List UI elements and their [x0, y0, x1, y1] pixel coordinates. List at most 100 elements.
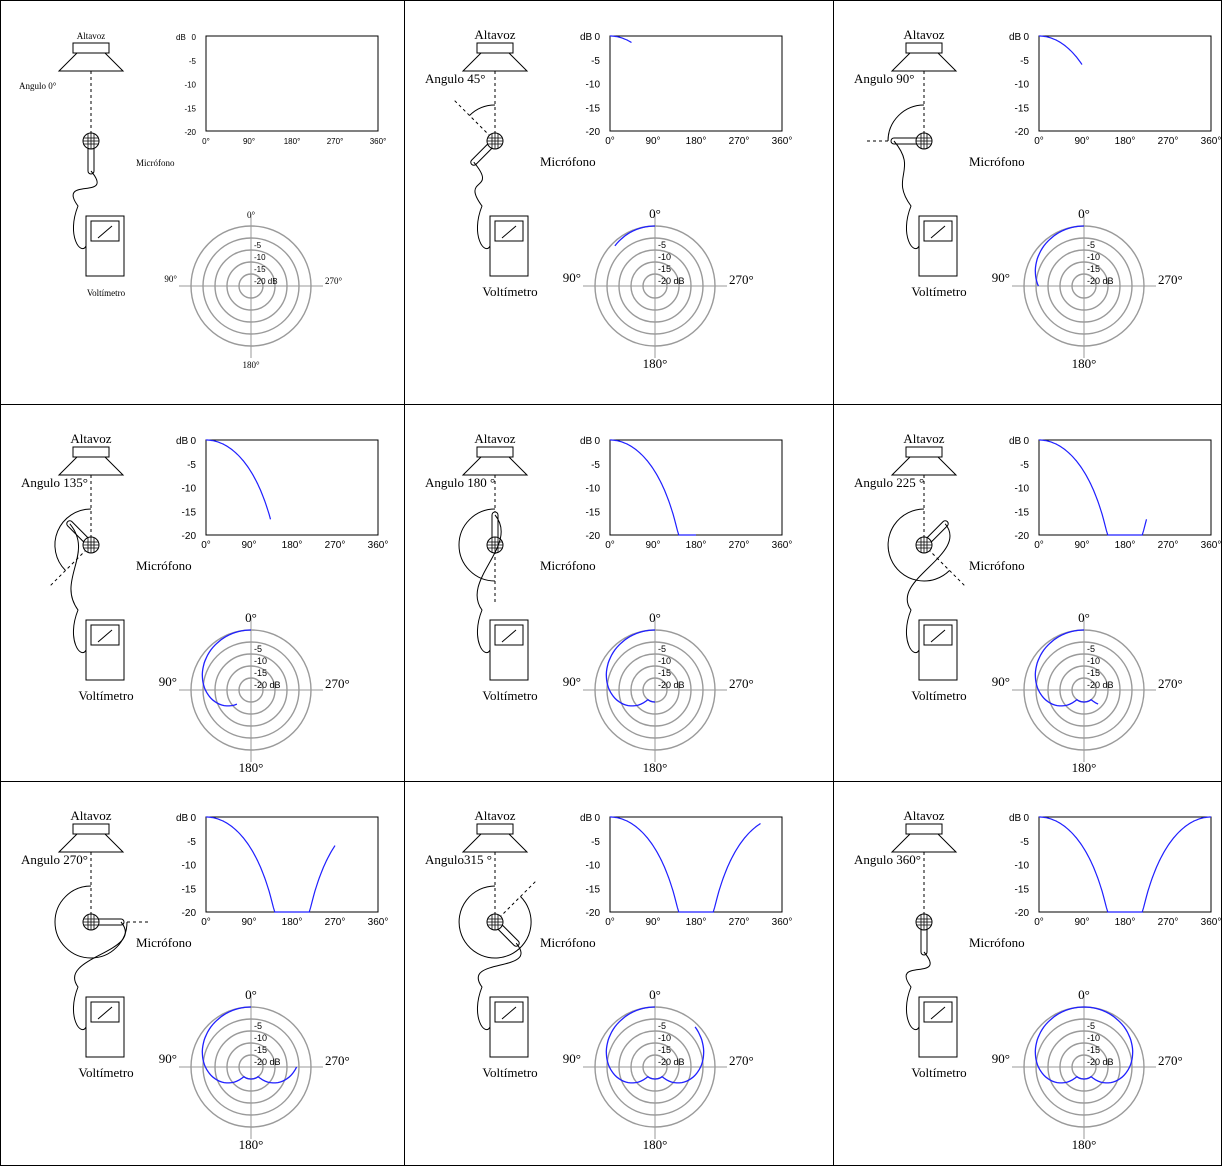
- line-chart-curve: [206, 816, 336, 913]
- microphone-grille: [916, 537, 932, 553]
- x-tick-label: 90°: [241, 917, 256, 928]
- polar-curve: [605, 1006, 705, 1084]
- y-tick-label: -20: [586, 127, 601, 138]
- y-tick-label: -5: [1020, 56, 1029, 67]
- x-tick-label: 0°: [1034, 917, 1044, 928]
- polar-ring-label: -20 dB: [1087, 1057, 1114, 1067]
- microphone-cable: [69, 523, 87, 653]
- polar-ring-label: -10: [1087, 252, 1100, 262]
- db-unit-label: dB: [580, 813, 593, 824]
- y-tick-label: -5: [591, 460, 600, 471]
- line-chart-frame: [205, 816, 379, 913]
- speaker-label: Altavoz: [77, 31, 106, 41]
- angle-label: Angulo 135°: [21, 475, 88, 490]
- y-tick-label: -15: [1015, 103, 1030, 114]
- y-tick-label: -5: [1020, 460, 1029, 471]
- y-tick-label: -15: [184, 104, 196, 113]
- line-chart-curve: [206, 439, 272, 520]
- y-tick-label: -15: [182, 507, 197, 518]
- x-tick-label: 0°: [605, 136, 615, 147]
- polar-ring-label: -5: [254, 644, 262, 654]
- microphone-label: Micrófono: [969, 558, 1025, 573]
- x-tick-label: 360°: [370, 137, 387, 146]
- polar-label-180: 180°: [643, 356, 668, 371]
- polar-ring-label: -15: [658, 1045, 671, 1055]
- x-tick-label: 180°: [686, 136, 707, 147]
- microphone-cable: [73, 921, 126, 1030]
- microphone-grille: [916, 914, 932, 930]
- voltmeter-needle: [97, 1006, 113, 1020]
- angle-arc: [458, 508, 496, 582]
- polar-label-270: 270°: [729, 1053, 754, 1068]
- db-unit-label: dB: [176, 813, 189, 824]
- db-unit-label: dB: [1009, 32, 1022, 43]
- x-tick-label: 180°: [1115, 540, 1136, 551]
- y-tick-label: -15: [1015, 884, 1030, 895]
- x-tick-label: 180°: [282, 540, 303, 551]
- y-tick-label: 0: [594, 436, 600, 447]
- polar-ring-label: -15: [658, 264, 671, 274]
- x-tick-label: 90°: [241, 540, 256, 551]
- line-chart-frame: [609, 35, 783, 132]
- line-chart-curve: [1039, 35, 1083, 65]
- polar-ring-label: -10: [1087, 1033, 1100, 1043]
- angle-arc: [54, 508, 92, 571]
- polar-ring-label: -20 dB: [1087, 276, 1114, 286]
- line-chart-frame: [609, 816, 783, 913]
- speaker-cone: [57, 456, 125, 476]
- y-tick-label: -10: [1015, 861, 1030, 872]
- speaker-cone: [890, 52, 958, 72]
- polar-label-0: 0°: [247, 210, 256, 220]
- microphone-grille: [83, 537, 99, 553]
- speaker-cone: [461, 456, 529, 476]
- angle-arc: [887, 104, 925, 142]
- x-tick-label: 90°: [645, 917, 660, 928]
- db-unit-label: dB: [176, 436, 189, 447]
- y-tick-label: -20: [586, 908, 601, 919]
- microphone-grille: [83, 914, 99, 930]
- microphone-cable: [473, 161, 491, 249]
- microphone-grille: [487, 133, 503, 149]
- speaker-label: Altavoz: [474, 27, 515, 42]
- microphone-label: Micrófono: [540, 154, 596, 169]
- x-tick-label: 180°: [284, 137, 301, 146]
- voltmeter-label: Voltímetro: [78, 1065, 133, 1080]
- y-tick-label: -5: [187, 837, 196, 848]
- line-chart-curve: [610, 816, 761, 913]
- voltmeter-label: Voltímetro: [911, 688, 966, 703]
- x-tick-label: 180°: [282, 917, 303, 928]
- polar-ring-label: -20 dB: [1087, 680, 1114, 690]
- voltmeter-dial: [90, 220, 120, 242]
- x-tick-label: 90°: [243, 137, 255, 146]
- x-tick-label: 180°: [1115, 136, 1136, 147]
- y-tick-label: -20: [182, 531, 197, 542]
- speaker-cone: [57, 833, 125, 853]
- voltmeter-dial: [923, 220, 953, 242]
- microphone-label: Micrófono: [969, 935, 1025, 950]
- microphone-handle-fill: [498, 925, 519, 946]
- line-chart-frame: [1038, 439, 1212, 536]
- voltmeter-needle: [97, 225, 113, 239]
- x-tick-label: 360°: [1201, 540, 1222, 551]
- angle-label: Angulo 45°: [425, 71, 485, 86]
- y-tick-label: -20: [1015, 531, 1030, 542]
- polar-ring-label: -15: [1087, 264, 1100, 274]
- angle-arc: [54, 885, 128, 959]
- y-tick-label: -15: [586, 884, 601, 895]
- x-tick-label: 270°: [729, 136, 750, 147]
- polar-ring-label: -15: [1087, 668, 1100, 678]
- y-tick-label: -5: [1020, 837, 1029, 848]
- speaker-cone: [890, 833, 958, 853]
- voltmeter-dial: [494, 624, 524, 646]
- db-unit-label: dB: [1009, 813, 1022, 824]
- y-tick-label: 0: [1023, 436, 1029, 447]
- polar-label-0: 0°: [245, 610, 257, 625]
- line-chart-frame: [609, 439, 783, 536]
- angle-arc: [887, 508, 950, 582]
- y-tick-label: -10: [1015, 484, 1030, 495]
- y-tick-label: -15: [1015, 507, 1030, 518]
- microphone-label: Micrófono: [540, 935, 596, 950]
